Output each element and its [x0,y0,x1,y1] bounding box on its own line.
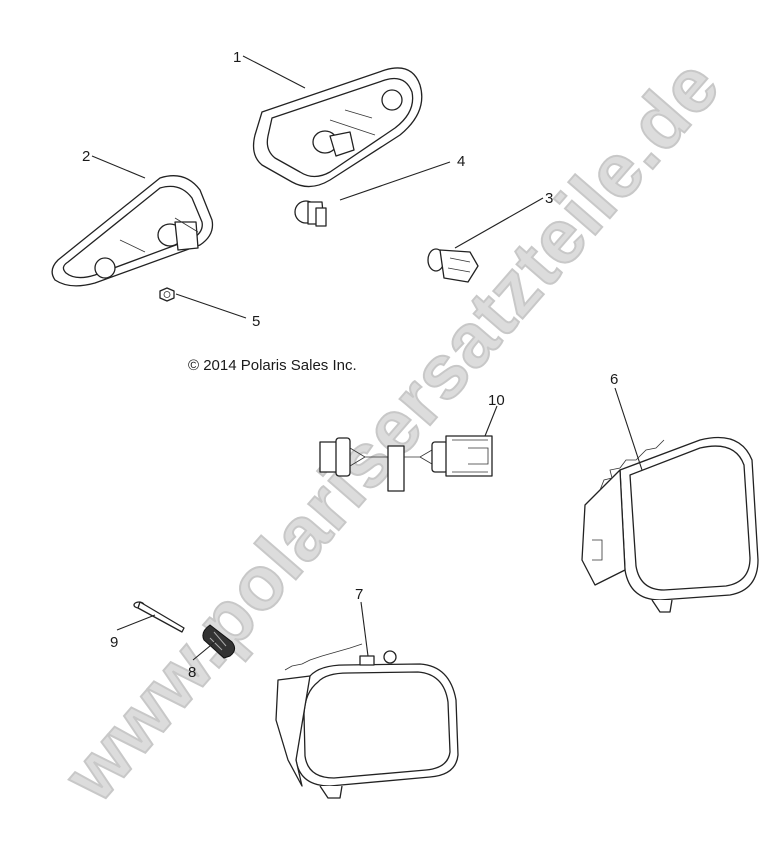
part-6-headlight-right[interactable] [581,387,759,613]
callout-9[interactable]: 9 [110,634,119,651]
callout-10[interactable]: 10 [488,392,505,409]
part-2-tail-light-left[interactable] [51,155,214,287]
part-4-bulb[interactable] [294,161,451,227]
part-8-grommet[interactable] [192,624,236,661]
part-10-harness[interactable] [319,405,498,492]
part-9-pin[interactable] [116,601,185,633]
callout-8[interactable]: 8 [188,664,197,681]
callout-4[interactable]: 4 [457,153,466,170]
callout-6[interactable]: 6 [610,371,619,388]
part-5-nut[interactable] [159,287,247,319]
callout-2[interactable]: 2 [82,148,91,165]
callout-3[interactable]: 3 [545,190,554,207]
callout-1[interactable]: 1 [233,49,242,66]
callout-7[interactable]: 7 [355,586,364,603]
part-3-socket[interactable] [427,197,544,283]
copyright-notice: © 2014 Polaris Sales Inc. [188,357,357,374]
part-7-headlight-left[interactable] [275,601,459,799]
part-1-tail-light-right[interactable] [242,55,423,188]
callout-5[interactable]: 5 [252,313,261,330]
